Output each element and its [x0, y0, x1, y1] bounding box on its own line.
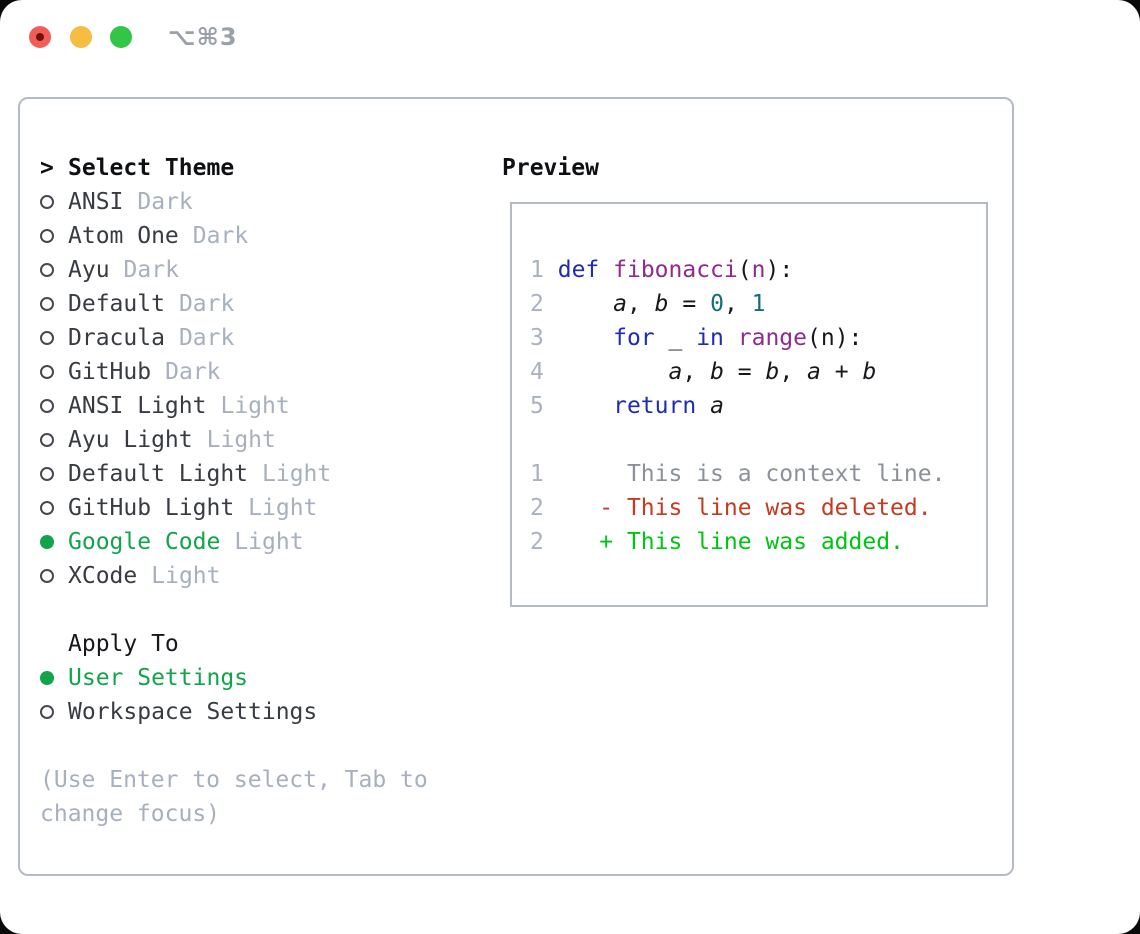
theme-option-xcode[interactable]: XCode Light [40, 559, 428, 593]
minimize-button[interactable] [70, 26, 92, 48]
line-number: 2 [530, 495, 544, 521]
theme-variant: Dark [178, 325, 235, 351]
theme-name: Ayu Light [68, 427, 193, 453]
theme-variant: Light [206, 427, 276, 453]
radio-icon [40, 501, 68, 515]
maximize-button[interactable] [110, 26, 132, 48]
theme-variant: Dark [137, 189, 193, 215]
theme-variant: Dark [165, 359, 221, 385]
theme-option-ayu-light[interactable]: Ayu Light Light [40, 423, 428, 457]
theme-option-dracula[interactable]: Dracula Dark [40, 321, 428, 355]
theme-name: Atom One [68, 223, 179, 249]
close-dot-icon [36, 33, 44, 41]
code-line: 2 a, b = 0, 1 [530, 291, 766, 317]
theme-option-github-light[interactable]: GitHub Light Light [40, 491, 428, 525]
code-line: 4 a, b = b, a + b [530, 359, 877, 385]
close-button[interactable] [29, 26, 51, 48]
theme-option-ansi-light[interactable]: ANSI Light Light [40, 389, 428, 423]
apply-option-user-settings[interactable]: User Settings [40, 661, 428, 695]
select-theme-label: Select Theme [68, 155, 235, 181]
radio-icon [40, 399, 68, 413]
spacer [40, 729, 428, 763]
radio-icon [40, 297, 68, 311]
line-number: 3 [530, 325, 544, 351]
window-title: ⌥⌘3 [168, 23, 238, 51]
context-line: 1 This is a context line. [530, 461, 946, 487]
line-number: 2 [530, 529, 544, 555]
help-text: (Use Enter to select, Tab to change focu… [40, 763, 428, 831]
preview-lines: 1 def fibonacci(n): 2 a, b = 0, 1 3 for _ … [530, 253, 945, 559]
theme-name: XCode [68, 563, 138, 589]
theme-option-default[interactable]: Default Dark [40, 287, 428, 321]
line-number: 1 [530, 257, 544, 283]
radio-icon [40, 365, 68, 379]
radio-icon [40, 263, 68, 277]
code-line: 3 for _ in range(n): [530, 325, 863, 351]
theme-name: Ayu [68, 257, 110, 283]
theme-variant: Light [151, 563, 221, 589]
blank-line [530, 423, 945, 457]
theme-name: Default Light [68, 461, 249, 487]
radio-icon [40, 229, 68, 243]
help-line-1: (Use Enter to select, Tab to [40, 767, 428, 793]
line-number: 4 [530, 359, 544, 385]
code-line: 5 return a [530, 393, 724, 419]
theme-name: Google Code [68, 529, 221, 555]
theme-option-ansi[interactable]: ANSI Dark [40, 185, 428, 219]
theme-name: Dracula [68, 325, 165, 351]
spacer [40, 593, 428, 627]
theme-name: GitHub [68, 359, 152, 385]
apply-to-header: Apply To [40, 627, 428, 661]
select-theme-header: > Select Theme [40, 151, 428, 185]
code-line: 1 def fibonacci(n): [530, 257, 794, 283]
theme-option-github[interactable]: GitHub Dark [40, 355, 428, 389]
radio-selected-icon [40, 535, 68, 549]
radio-icon [40, 433, 68, 447]
theme-variant: Dark [178, 291, 235, 317]
focus-caret-icon: > [40, 155, 54, 181]
radio-icon [40, 569, 68, 583]
theme-variant: Light [234, 529, 304, 555]
line-number: 5 [530, 393, 544, 419]
radio-icon [40, 331, 68, 345]
theme-name: ANSI [68, 189, 124, 215]
theme-option-google-code[interactable]: Google Code Light [40, 525, 428, 559]
radio-icon [40, 467, 68, 481]
theme-name: ANSI Light [68, 393, 207, 419]
preview-box: 1 def fibonacci(n): 2 a, b = 0, 1 3 for _ … [510, 202, 988, 607]
theme-name: GitHub Light [68, 495, 235, 521]
apply-to-label: Apply To [68, 631, 179, 657]
theme-option-default-light[interactable]: Default Light Light [40, 457, 428, 491]
line-number: 1 [530, 461, 544, 487]
theme-option-ayu[interactable]: Ayu Dark [40, 253, 428, 287]
theme-option-atom-one[interactable]: Atom One Dark [40, 219, 428, 253]
theme-variant: Light [248, 495, 318, 521]
deleted-line: 2 - This line was deleted. [530, 495, 932, 521]
added-line: 2 + This line was added. [530, 529, 904, 555]
preview-header: Preview [502, 155, 599, 181]
apply-option-label: User Settings [68, 665, 249, 691]
radio-selected-icon [40, 671, 68, 685]
theme-variant: Dark [192, 223, 249, 249]
radio-icon [40, 195, 68, 209]
radio-icon [40, 705, 68, 719]
theme-name: Default [68, 291, 165, 317]
help-line-2: change focus) [40, 801, 221, 827]
line-number: 2 [530, 291, 544, 317]
apply-option-workspace-settings[interactable]: Workspace Settings [40, 695, 428, 729]
theme-variant: Dark [123, 257, 179, 283]
theme-variant: Light [220, 393, 290, 419]
theme-variant: Light [262, 461, 332, 487]
apply-option-label: Workspace Settings [68, 699, 318, 725]
